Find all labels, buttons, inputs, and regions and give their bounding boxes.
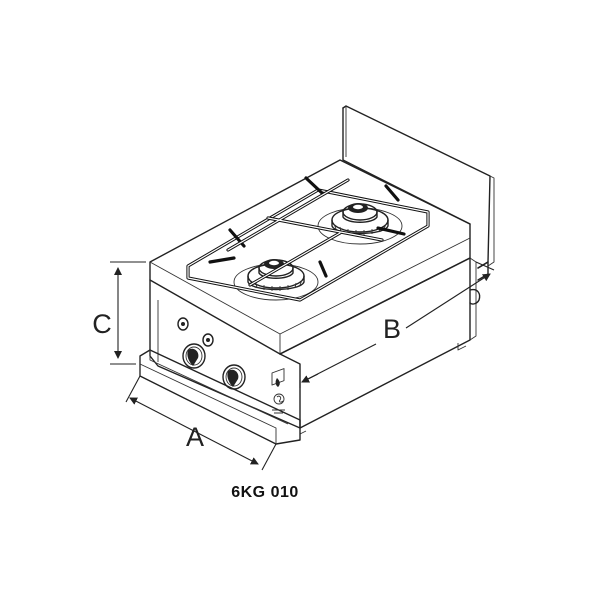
dimension-c: C [92,261,146,365]
control-panel [139,279,301,445]
dimension-a-label: A [186,422,204,452]
ignition-button-left[interactable] [177,317,189,331]
model-number: 6KG 010 [231,484,299,501]
certification-mark-icon [272,393,285,414]
dimension-b-label: B [383,314,401,344]
pan-support-grate [186,176,430,302]
ignition-button-right[interactable] [202,333,214,347]
burner-rear [317,203,403,245]
body-right-side [279,257,481,435]
dimension-b: B [299,261,495,388]
dimension-a: A [125,375,277,471]
cooktop-surface [149,159,471,355]
control-knob-left[interactable] [182,343,206,369]
backsplash [342,105,495,281]
control-knob-right[interactable] [222,364,246,390]
dimension-c-label: C [92,309,112,339]
gas-flame-icon [271,368,285,387]
